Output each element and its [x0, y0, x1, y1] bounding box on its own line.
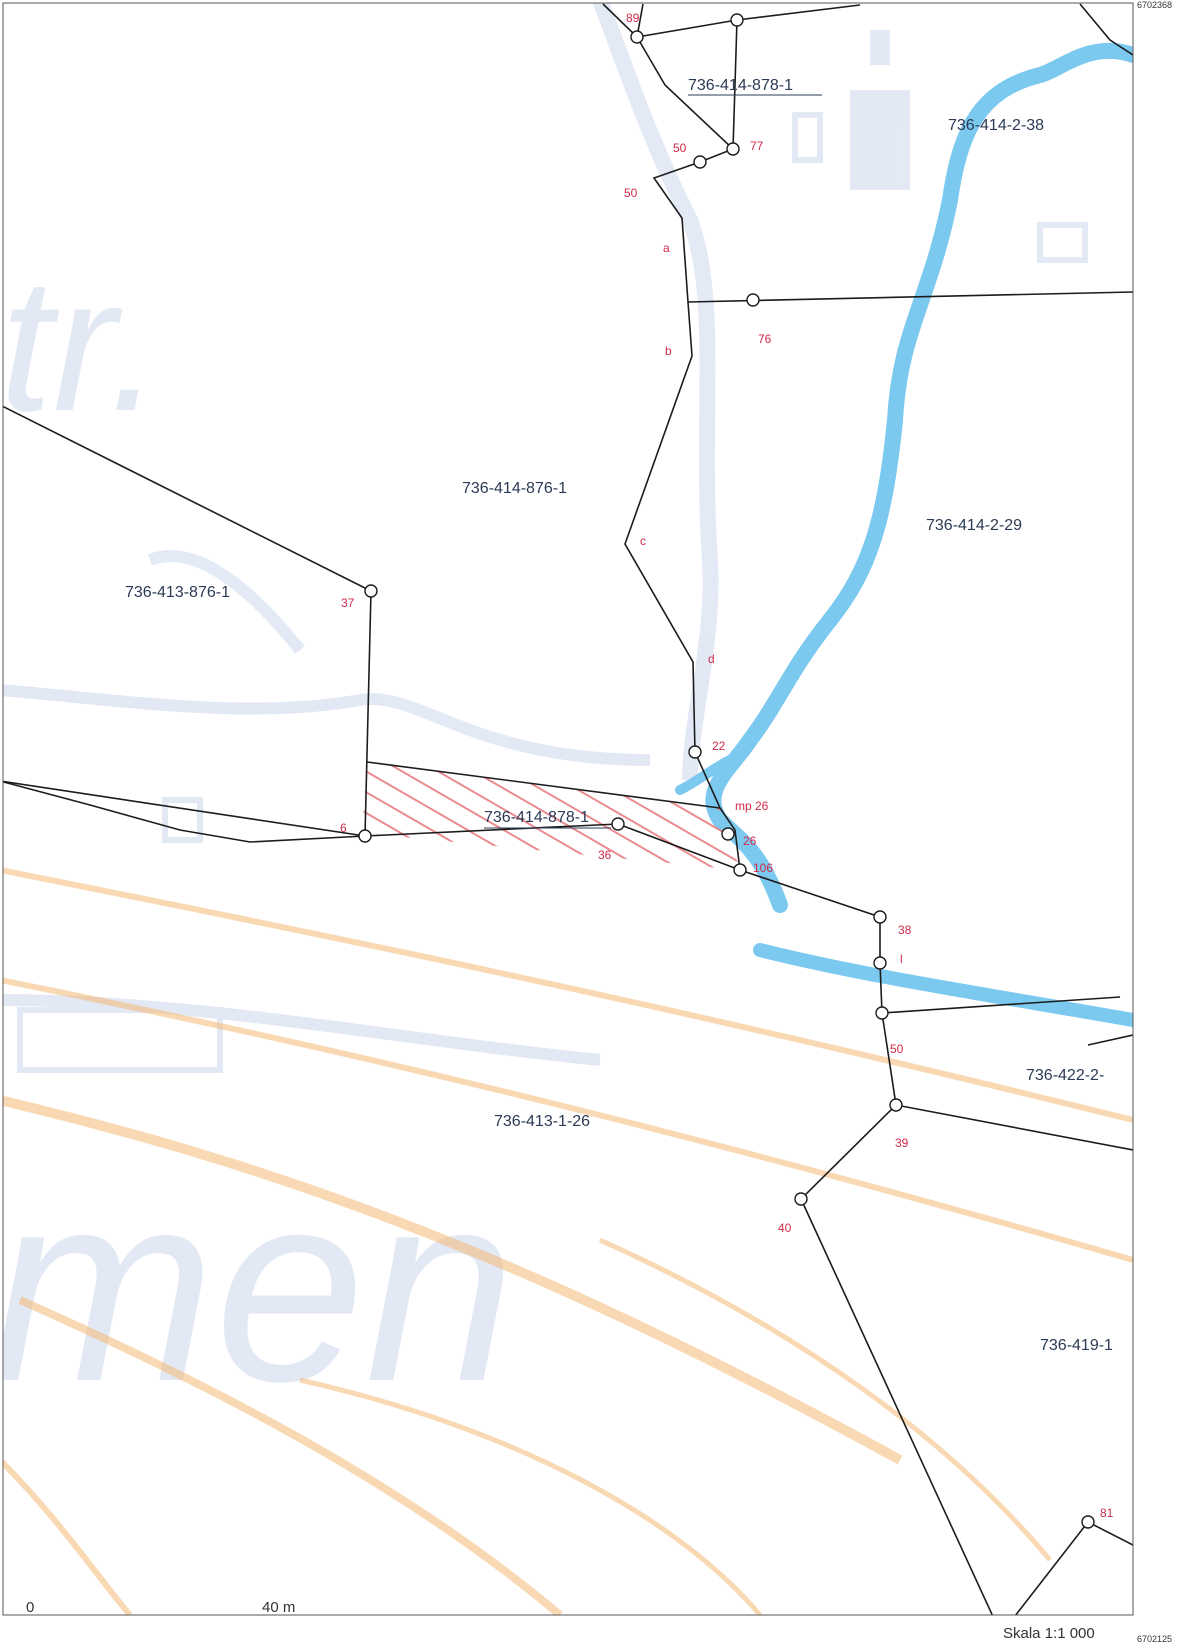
point-label-38: 38 [898, 923, 912, 937]
point-marker-50c [875, 1006, 889, 1020]
point-label-b: b [665, 344, 672, 358]
map-frame [2, 2, 1134, 1616]
point-marker-106 [733, 863, 747, 877]
scale-bar-end-label: 40 m [262, 1599, 295, 1616]
point-label-89: 89 [626, 11, 640, 25]
scale-bar-start-label: 0 [26, 1599, 34, 1616]
point-marker-22 [688, 745, 702, 759]
parcel-label-2-38: 736-414-2-38 [948, 117, 1044, 134]
point-label-76: 76 [758, 332, 772, 346]
point-marker-38 [873, 910, 887, 924]
point-marker-26 [721, 827, 735, 841]
point-marker-77 [726, 142, 740, 156]
point-marker-40 [794, 1192, 808, 1206]
point-marker-top [730, 13, 744, 27]
point-label-41: 41 [968, 1617, 982, 1631]
point-label-26: 26 [743, 834, 757, 848]
point-label-77: 77 [750, 139, 764, 153]
point-label-6: 6 [340, 821, 347, 835]
point-marker-36 [611, 817, 625, 831]
point-marker-76 [746, 293, 760, 307]
point-label-81: 81 [1100, 1506, 1114, 1520]
point-label-d: d [708, 652, 715, 666]
point-label-50a: 50 [673, 141, 687, 155]
point-marker-50 [693, 155, 707, 169]
point-label-106: 106 [753, 861, 773, 875]
point-label-50c: 50 [890, 1042, 904, 1056]
point-label-a: a [663, 241, 670, 255]
survey-point-markers [358, 13, 1095, 1529]
point-label-37: 37 [341, 596, 355, 610]
point-marker-6 [358, 829, 372, 843]
parcel-label-422: 736-422-2- [1026, 1067, 1104, 1084]
parcel-label-413-1-26: 736-413-1-26 [494, 1113, 590, 1130]
parcel-labels: 736-414-878-1 736-414-2-38 736-414-876-1… [125, 77, 1113, 1354]
point-marker-81 [1081, 1515, 1095, 1529]
background-place-word-2: men [0, 1137, 515, 1438]
point-label-c: c [640, 534, 646, 548]
point-label-39: 39 [895, 1136, 909, 1150]
point-label-40: 40 [778, 1221, 792, 1235]
parcel-label-2-29: 736-414-2-29 [926, 517, 1022, 534]
coordinate-top-right: 6702368 [1137, 0, 1173, 10]
point-label-36: 36 [598, 848, 612, 862]
scale-text-background [998, 1620, 1131, 1644]
point-label-l: l [900, 952, 903, 966]
scale-bar: 0 40 m [26, 1599, 295, 1616]
parcel-label-876-center: 736-414-876-1 [462, 480, 567, 497]
coordinate-bottom-right: 6702125 [1137, 1634, 1173, 1644]
parcel-label-413-876: 736-413-876-1 [125, 584, 230, 601]
background-layer: tr. men [0, 3, 1088, 1438]
point-marker-l [873, 956, 887, 970]
parcel-label-878-strip: 736-414-878-1 [484, 809, 589, 826]
parcel-label-419: 736-419-1 [1040, 1337, 1113, 1354]
parcel-label-878-top: 736-414-878-1 [688, 77, 793, 94]
parcel-boundaries [3, 3, 1133, 1615]
point-marker-37 [364, 584, 378, 598]
contour-lines [3, 867, 1133, 1615]
river [675, 42, 1133, 1027]
point-label-22: 22 [712, 739, 726, 753]
point-marker-39 [889, 1098, 903, 1112]
background-place-word-1: tr. [0, 239, 162, 451]
hatched-area [362, 762, 740, 870]
point-labels: 89 50 77 50 a 76 b c 37 d 22 mp 26 26 6 … [340, 11, 1114, 1631]
point-label-mp26: mp 26 [735, 799, 769, 813]
point-marker-89 [630, 30, 644, 44]
point-label-50b: 50 [624, 186, 638, 200]
scale-text: Skala 1:1 000 [1003, 1625, 1095, 1642]
